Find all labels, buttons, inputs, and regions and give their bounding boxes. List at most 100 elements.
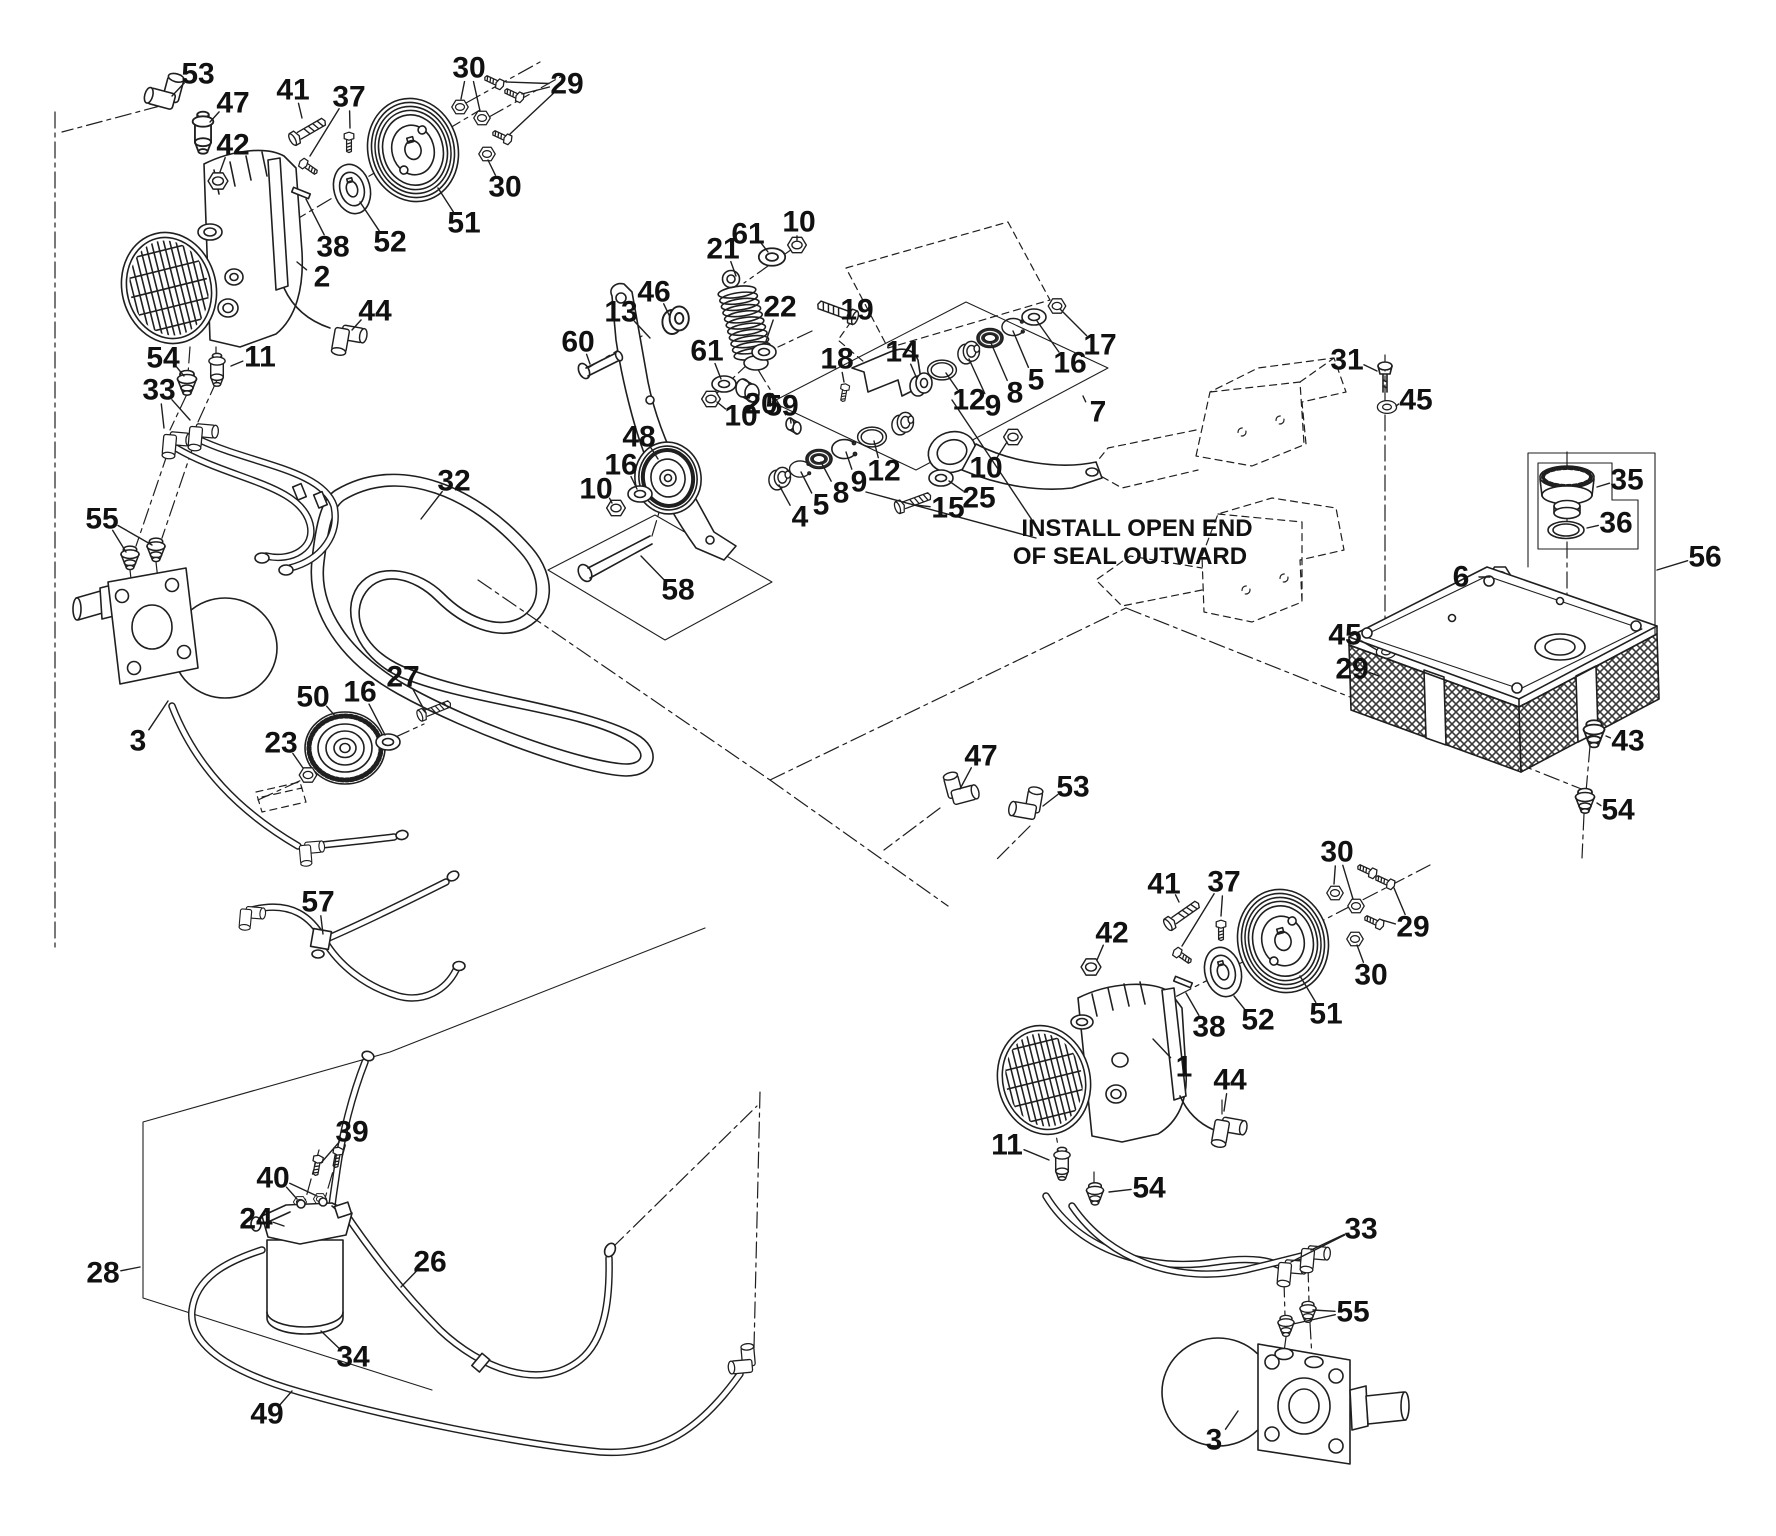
callout-42: 42: [216, 129, 250, 173]
callout-16: 16: [604, 449, 638, 490]
svg-text:9: 9: [851, 466, 868, 499]
svg-text:5: 5: [1028, 364, 1045, 397]
svg-text:44: 44: [1213, 1064, 1247, 1097]
svg-text:47: 47: [964, 740, 997, 773]
callout-36: 36: [1586, 507, 1633, 540]
svg-text:58: 58: [661, 574, 694, 607]
left-motor-group: [72, 422, 294, 699]
svg-text:51: 51: [447, 207, 480, 240]
callout-20: 20: [744, 388, 777, 421]
callout-23: 23: [264, 727, 304, 769]
svg-text:4: 4: [792, 501, 809, 534]
svg-text:37: 37: [1207, 866, 1240, 899]
callout-44: 44: [1213, 1064, 1247, 1112]
callout-40: 40: [256, 1162, 318, 1200]
svg-text:9: 9: [985, 390, 1002, 423]
callout-61: 61: [690, 335, 724, 380]
pump-pulley: [1225, 878, 1341, 1004]
svg-text:16: 16: [343, 676, 376, 709]
svg-text:53: 53: [181, 58, 214, 91]
svg-text:23: 23: [264, 727, 297, 760]
idler-pulley: [305, 712, 385, 784]
svg-text:8: 8: [1007, 377, 1024, 410]
svg-text:31: 31: [1330, 344, 1363, 377]
callout-11: 11: [230, 341, 276, 374]
seal-install-note-line2: OF SEAL OUTWARD: [1013, 543, 1247, 570]
callout-35: 35: [1596, 464, 1644, 497]
svg-text:21: 21: [706, 233, 739, 266]
svg-text:34: 34: [336, 1341, 370, 1374]
svg-text:18: 18: [820, 343, 853, 376]
svg-text:36: 36: [1599, 507, 1632, 540]
svg-text:25: 25: [962, 482, 995, 515]
callout-21: 21: [706, 233, 740, 277]
svg-text:14: 14: [885, 336, 919, 369]
svg-text:42: 42: [1095, 917, 1128, 950]
callout-16: 16: [343, 676, 386, 736]
callout-54: 54: [1108, 1172, 1166, 1205]
callout-13: 13: [604, 296, 651, 339]
svg-text:3: 3: [1206, 1424, 1223, 1457]
svg-text:30: 30: [1320, 836, 1353, 869]
svg-text:1: 1: [1176, 1051, 1193, 1084]
callout-18: 18: [820, 343, 854, 383]
svg-text:33: 33: [142, 374, 175, 407]
svg-text:57: 57: [301, 886, 334, 919]
svg-text:61: 61: [690, 335, 723, 368]
callout-1: 1: [1152, 1038, 1193, 1084]
callout-14: 14: [885, 336, 919, 380]
svg-text:8: 8: [833, 477, 850, 510]
callout-7: 7: [1082, 395, 1106, 429]
svg-text:47: 47: [216, 87, 249, 120]
callout-31: 31: [1330, 344, 1378, 377]
callout-11: 11: [991, 1129, 1050, 1162]
callout-3: 3: [130, 700, 169, 758]
callout-24: 24: [239, 1203, 285, 1236]
svg-text:13: 13: [604, 296, 637, 329]
svg-text:11: 11: [244, 341, 276, 374]
svg-text:2: 2: [314, 261, 331, 294]
reservoir-group: [1348, 361, 1660, 815]
svg-text:51: 51: [1309, 998, 1342, 1031]
callout-12: 12: [867, 440, 901, 488]
svg-text:50: 50: [296, 681, 329, 714]
svg-text:33: 33: [1344, 1213, 1377, 1246]
svg-text:60: 60: [561, 326, 594, 359]
svg-text:30: 30: [1354, 959, 1387, 992]
callout-12: 12: [945, 372, 986, 417]
callout-17: 17: [1059, 308, 1117, 362]
svg-text:52: 52: [1241, 1004, 1274, 1037]
right-motor-group: [1161, 1337, 1410, 1465]
svg-text:44: 44: [358, 295, 392, 328]
svg-text:42: 42: [216, 129, 249, 162]
callout-30: 30: [487, 159, 522, 204]
svg-text:6: 6: [1453, 561, 1470, 594]
callout-42: 42: [1095, 917, 1129, 961]
callout-37: 37: [309, 81, 366, 157]
svg-text:28: 28: [86, 1257, 119, 1290]
callout-33: 33: [142, 374, 191, 429]
seal-install-note-line1: INSTALL OPEN END: [1021, 515, 1252, 542]
callout-39: 39: [320, 1116, 369, 1164]
svg-text:52: 52: [373, 226, 406, 259]
callout-37: 37: [1181, 866, 1241, 947]
svg-text:5: 5: [813, 489, 830, 522]
callout-56: 56: [1656, 541, 1722, 574]
callout-60: 60: [561, 326, 595, 365]
callout-30: 30: [452, 52, 486, 112]
callout-49: 49: [250, 1390, 293, 1431]
callout-52: 52: [1233, 995, 1275, 1037]
callout-38: 38: [305, 198, 350, 264]
callout-41: 41: [1147, 868, 1181, 903]
callout-55: 55: [85, 503, 153, 553]
callout-45: 45: [1395, 384, 1433, 417]
callout-19: 19: [840, 294, 873, 327]
pump-assembly-top-left: [110, 66, 527, 397]
callout-46: 46: [637, 276, 671, 318]
svg-text:17: 17: [1083, 329, 1116, 362]
callout-47: 47: [959, 740, 998, 790]
callout-4: 4: [778, 484, 809, 534]
callout-48: 48: [622, 421, 659, 460]
svg-text:46: 46: [637, 276, 670, 309]
